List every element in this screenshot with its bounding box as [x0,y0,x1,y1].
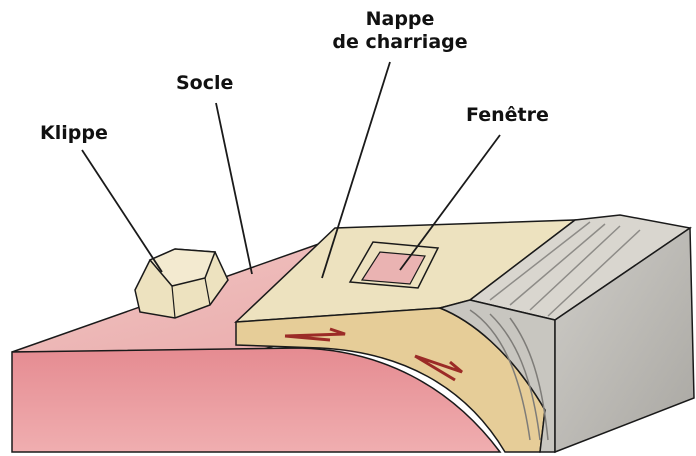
label-nappe-line2: de charriage [330,31,470,54]
label-socle: Socle [176,72,233,95]
socle-leader-line [216,103,252,274]
label-fenetre: Fenêtre [466,104,549,127]
label-klippe: Klippe [40,122,108,145]
klippe-leader-line [82,150,162,272]
label-nappe-de-charriage: Nappe de charriage [330,8,470,54]
label-nappe-line1: Nappe [330,8,470,31]
